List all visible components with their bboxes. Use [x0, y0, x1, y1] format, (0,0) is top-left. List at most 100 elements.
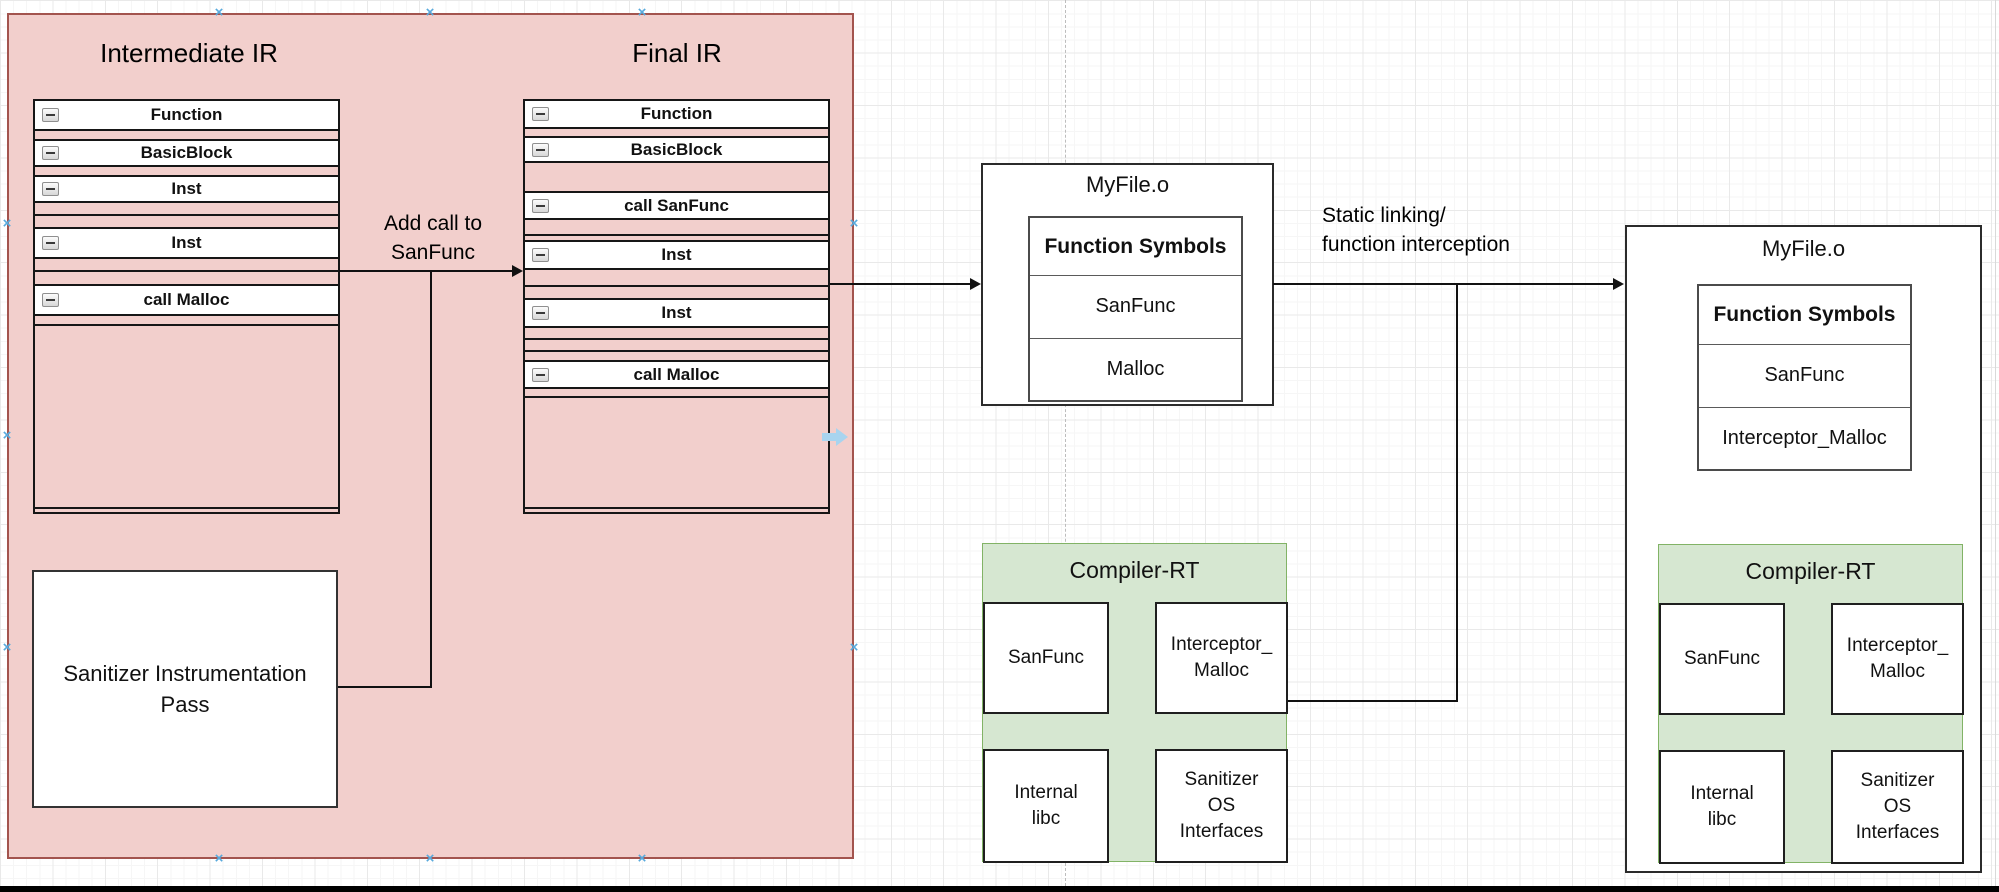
- list-empty-area: [525, 398, 828, 509]
- list-row-label: Inst: [661, 245, 692, 264]
- compiler-rt-cell-interceptor-malloc[interactable]: Interceptor_ Malloc: [1831, 603, 1964, 715]
- collapse-minus-icon[interactable]: [532, 142, 549, 157]
- edge-objectfile-to-linked[interactable]: [1273, 283, 1614, 285]
- arrowhead-into-objectfile-mid: [970, 278, 981, 290]
- collapsed-children-strip: [525, 328, 828, 340]
- connection-point-icon: ×: [2, 215, 12, 232]
- add-call-label-line2: SanFunc: [390, 241, 476, 264]
- list-row-label: Inst: [171, 233, 202, 252]
- edge-final-to-objectfile[interactable]: [830, 283, 970, 285]
- cell-label-line: SanFunc: [1683, 648, 1761, 669]
- collapse-minus-icon[interactable]: [42, 236, 59, 250]
- collapse-minus-icon[interactable]: [42, 182, 59, 196]
- list-row[interactable]: Inst: [525, 300, 828, 328]
- symbol-row[interactable]: SanFunc: [1699, 345, 1910, 408]
- list-row[interactable]: call Malloc: [525, 362, 828, 389]
- list-row[interactable]: Inst: [525, 242, 828, 270]
- compiler-rt-cell-interceptor-malloc[interactable]: Interceptor_ Malloc: [1155, 602, 1288, 714]
- collapsed-children-strip: [525, 270, 828, 287]
- connection-point-icon: ×: [2, 639, 12, 656]
- cell-label-line: SanFunc: [1007, 647, 1085, 668]
- collapse-minus-icon[interactable]: [42, 293, 59, 307]
- function-symbols-table-right[interactable]: Function Symbols SanFunc Interceptor_Mal…: [1697, 284, 1912, 471]
- compiler-rt-cell-sanfunc[interactable]: SanFunc: [1659, 603, 1785, 715]
- symbol-row[interactable]: SanFunc: [1030, 276, 1241, 339]
- cell-label-line: OS: [1883, 796, 1912, 817]
- connection-point-icon: ×: [849, 215, 859, 232]
- sanitizer-pass-box[interactable]: Sanitizer Instrumentation Pass: [32, 570, 338, 808]
- compiler-rt-cell-sanitizer-os[interactable]: Sanitizer OS Interfaces: [1831, 750, 1964, 864]
- list-row[interactable]: call Malloc: [35, 286, 338, 316]
- list-row[interactable]: call SanFunc: [525, 193, 828, 220]
- collapsed-children-strip: [35, 272, 338, 286]
- sanitizer-pass-label-line1: Sanitizer Instrumentation: [63, 661, 307, 686]
- compiler-rt-box-right[interactable]: Compiler-RT SanFunc Interceptor_ Malloc …: [1658, 544, 1964, 864]
- collapse-minus-icon[interactable]: [42, 146, 59, 160]
- final-ir-title: Final IR: [632, 38, 722, 68]
- symbols-header: Function Symbols: [1030, 218, 1241, 276]
- list-row-label: Inst: [661, 303, 692, 322]
- cell-label-line: Interceptor_: [1846, 635, 1949, 656]
- compiler-rt-cell-sanitizer-os[interactable]: Sanitizer OS Interfaces: [1155, 749, 1288, 863]
- final-ir-list[interactable]: Function BasicBlock call SanFunc Inst In…: [523, 99, 830, 514]
- direction-hint-arrow-icon[interactable]: [836, 428, 848, 446]
- add-call-edge-label[interactable]: Add call to SanFunc: [333, 209, 533, 267]
- collapse-minus-icon[interactable]: [42, 108, 59, 122]
- compiler-rt-box-mid[interactable]: Compiler-RT SanFunc Interceptor_ Malloc …: [982, 543, 1288, 863]
- edge-pass-to-transform-horizontal[interactable]: [338, 686, 432, 688]
- connection-point-icon: ×: [214, 850, 224, 867]
- collapsed-children-strip: [525, 287, 828, 300]
- compiler-rt-cell-internal-libc[interactable]: Internal libc: [1659, 750, 1785, 864]
- collapsed-children-strip: [525, 236, 828, 242]
- cell-label-line: Malloc: [1870, 661, 1925, 682]
- list-row[interactable]: BasicBlock: [35, 141, 338, 167]
- collapsed-children-strip: [35, 167, 338, 177]
- objectfile-right-title: MyFile.o: [1761, 236, 1846, 261]
- connection-point-icon: ×: [637, 4, 647, 21]
- sanitizer-pass-label-line2: Pass: [160, 692, 210, 717]
- direction-hint-arrow-icon[interactable]: [822, 433, 836, 441]
- objectfile-mid-title: MyFile.o: [1085, 172, 1170, 197]
- collapse-minus-icon[interactable]: [532, 107, 549, 121]
- symbol-row[interactable]: Interceptor_Malloc: [1722, 426, 1887, 449]
- list-row[interactable]: BasicBlock: [525, 138, 828, 163]
- list-empty-area: [35, 326, 338, 509]
- collapse-minus-icon[interactable]: [532, 248, 549, 262]
- intermediate-ir-title: Intermediate IR: [100, 38, 278, 68]
- static-linking-edge-label[interactable]: Static linking/ function interception: [1322, 201, 1652, 259]
- compiler-rt-cell-sanfunc[interactable]: SanFunc: [983, 602, 1109, 714]
- collapse-minus-icon[interactable]: [532, 306, 549, 320]
- compiler-rt-right-title: Compiler-RT: [1745, 558, 1876, 584]
- objectfile-box-right[interactable]: MyFile.o Function Symbols SanFunc Interc…: [1625, 225, 1982, 873]
- intermediate-ir-list[interactable]: Function BasicBlock Inst Inst call Mallo…: [33, 99, 340, 514]
- edge-compilerrt-to-link-horizontal[interactable]: [1287, 700, 1458, 702]
- collapse-minus-icon[interactable]: [532, 198, 549, 213]
- edge-pass-to-transform-vertical[interactable]: [430, 271, 432, 687]
- connection-point-icon: ×: [2, 427, 12, 444]
- window-bottom-bar: [0, 886, 1999, 892]
- connection-point-icon: ×: [425, 850, 435, 867]
- list-row[interactable]: Inst: [35, 229, 338, 259]
- cell-label-line: Interfaces: [1179, 821, 1264, 842]
- connection-point-icon: ×: [637, 850, 647, 867]
- collapsed-children-strip: [35, 216, 338, 229]
- edge-intermediate-to-final[interactable]: [339, 270, 512, 272]
- function-symbols-table-mid[interactable]: Function Symbols SanFunc Malloc: [1028, 216, 1243, 402]
- symbol-row[interactable]: Malloc: [1106, 357, 1165, 380]
- list-row[interactable]: Function: [525, 101, 828, 129]
- edge-compilerrt-to-link-vertical[interactable]: [1456, 284, 1458, 701]
- add-call-label-line1: Add call to: [383, 212, 483, 235]
- list-row-label: call Malloc: [633, 364, 720, 384]
- cell-label-line: Sanitizer: [1860, 770, 1935, 791]
- list-row[interactable]: Inst: [35, 177, 338, 203]
- static-linking-label-line2: function interception: [1322, 233, 1510, 256]
- collapse-minus-icon[interactable]: [532, 367, 549, 382]
- cell-label-line: Internal: [1690, 783, 1754, 804]
- page-boundary-line: [1995, 0, 1996, 886]
- cell-label-line: libc: [1031, 808, 1061, 829]
- objectfile-box-mid[interactable]: MyFile.o Function Symbols SanFunc Malloc: [981, 163, 1274, 406]
- collapsed-children-strip: [35, 259, 338, 272]
- list-row[interactable]: Function: [35, 101, 338, 131]
- compiler-rt-cell-internal-libc[interactable]: Internal libc: [983, 749, 1109, 863]
